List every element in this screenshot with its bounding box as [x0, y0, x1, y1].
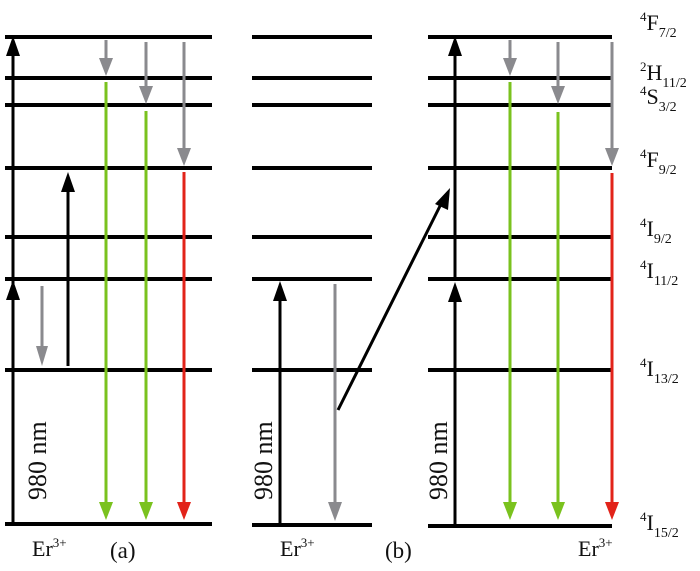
level-label-4I13/2: 4I13/2 [640, 355, 679, 387]
level-label-4F7/2: 4F7/2 [640, 9, 677, 41]
level-label-4I9/2: 4I9/2 [640, 215, 672, 247]
panel-b-levels [252, 35, 372, 527]
level-label-4I11/2: 4I11/2 [640, 257, 678, 289]
level-label-4S3/2: 4S3/2 [640, 83, 677, 115]
panel-c-levels [428, 35, 612, 528]
level-labels: 4F7/2 2H11/2 4S3/2 4F9/2 4I9/2 4I11/2 4I… [640, 9, 687, 541]
level-label-2H11/2: 2H11/2 [640, 59, 687, 91]
ion-label-c: Er3+ [578, 535, 613, 561]
panel-label-a: (a) [110, 538, 136, 563]
ion-label-b: Er3+ [280, 535, 315, 561]
level-label-4F9/2: 4F9/2 [640, 146, 677, 178]
ion-label-a: Er3+ [32, 535, 67, 561]
level-label-4I15/2: 4I15/2 [640, 509, 679, 541]
pump-label-a: 980 nm [23, 421, 52, 500]
panel-label-b: (b) [385, 538, 412, 563]
pump-label-c: 980 nm [424, 421, 453, 500]
panel-a-transitions [6, 36, 191, 522]
panel-c-transitions [448, 36, 619, 524]
panel-b-transitions [273, 188, 450, 523]
pump-label-b: 980 nm [249, 421, 278, 500]
panel-a-levels [5, 35, 212, 526]
